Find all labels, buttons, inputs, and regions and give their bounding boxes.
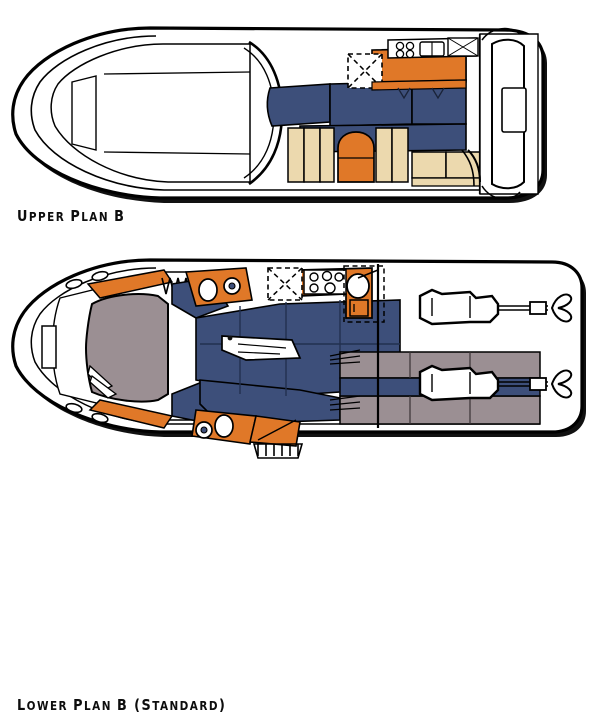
upper-caption-part-3: LAN — [81, 209, 115, 224]
port-propeller — [550, 293, 573, 323]
upper-sheer-line — [30, 35, 500, 191]
lower-dashed-x1 — [267, 267, 303, 301]
dinette-seat-5 — [391, 127, 409, 183]
settee-notch-2 — [431, 87, 445, 100]
lower-burner-2 — [321, 270, 333, 282]
lower-caption-part-3: LAN — [84, 698, 117, 713]
lower-burner-1 — [309, 272, 319, 282]
portlight-port-2 — [91, 270, 109, 282]
swim-platform-rail-2 — [461, 149, 475, 187]
galley-dashed-surround — [343, 265, 385, 323]
cabin-fan-hatch-1 — [329, 349, 361, 365]
lower-galley-sink — [346, 273, 370, 299]
lower-caption-part-5: ( — [134, 696, 142, 714]
salon-cream-bench-3 — [411, 177, 481, 187]
mid-berth-knob — [227, 335, 233, 341]
forward-cabinet-port — [86, 269, 174, 299]
mid-berth-white — [221, 335, 302, 361]
lower-burner-5 — [324, 282, 336, 294]
shower-diag — [257, 419, 297, 441]
berth-pillow-2 — [89, 374, 118, 399]
lower-plan-drawing — [11, 258, 586, 459]
stove-burner-4 — [405, 49, 415, 59]
anchor-locker-hatch — [71, 75, 97, 151]
starboard-engine — [418, 364, 500, 402]
upper-plan-block: UPPER PLAN B — [0, 0, 600, 248]
port-shaft-strut — [529, 301, 547, 315]
cockpit-curve-bottom — [481, 185, 521, 200]
cabin-fan-hatch-2 — [329, 395, 361, 411]
head-toilet-fwd — [198, 278, 218, 302]
lower-caption-part-6: S — [141, 696, 153, 714]
foredeck-centerline-bottom — [103, 151, 251, 155]
upper-plan-caption: UPPER PLAN B — [17, 207, 125, 225]
foredeck-centerline-top — [103, 71, 251, 75]
lower-caption-part-1: OWER — [26, 698, 74, 713]
upper-caption-part-0: U — [17, 207, 29, 225]
lower-caption-part-8: ) — [218, 696, 227, 714]
starboard-propeller — [550, 369, 573, 399]
lower-burner-4 — [309, 283, 319, 293]
cockpit-curve-top — [481, 27, 521, 41]
lower-dashed-locker — [267, 267, 303, 301]
portlight-port-1 — [65, 278, 83, 290]
stove-burner-1 — [395, 41, 405, 51]
lower-plan-block: LOWER PLAN B (STANDARD) — [0, 248, 600, 714]
forward-cabinet-stbd — [88, 399, 174, 429]
stbd-shaft-strut — [529, 377, 547, 391]
lower-caption-part-2: P — [73, 696, 85, 714]
settee-notch-1 — [397, 87, 411, 100]
salon-settee-port — [266, 83, 331, 127]
dinette-seat-1 — [287, 127, 305, 183]
shower-grate-frame — [252, 443, 304, 459]
port-engine — [418, 288, 500, 326]
dinette-seat-2 — [303, 127, 321, 183]
foredeck-panel — [50, 43, 251, 183]
shower-grate — [257, 444, 299, 456]
salon-cream-bench-2 — [445, 151, 481, 179]
dinette-seat-3 — [319, 127, 335, 183]
forward-hatch — [41, 325, 57, 369]
lower-plan-caption: LOWER PLAN B (STANDARD) — [17, 696, 226, 714]
lower-caption-part-7: TANDARD — [152, 698, 219, 713]
salon-cream-bench-1 — [411, 151, 447, 179]
lower-caption-part-4: B — [116, 696, 135, 714]
upper-caption-part-2: P — [70, 207, 82, 225]
upper-caption-part-4: B — [114, 207, 126, 225]
lower-caption-part-0: L — [17, 696, 27, 714]
cabinet-hatch-b — [447, 37, 479, 57]
stove-burner-2 — [405, 41, 415, 51]
head-toilet-aft — [214, 414, 234, 438]
mid-berth-line-2 — [237, 351, 281, 355]
upper-plan-drawing — [11, 26, 547, 203]
forward-head-counter — [184, 267, 253, 307]
galley-orange-strip — [371, 79, 467, 91]
stove-burner-3 — [395, 49, 405, 59]
lower-galley-faucet — [357, 269, 379, 279]
swim-platform-rail — [467, 149, 481, 183]
head-sink-fwd-drain — [228, 282, 236, 290]
refrigerator — [349, 299, 369, 317]
companionway-stairs — [337, 131, 375, 183]
transom-door — [501, 87, 527, 133]
lower-dashed-x2 — [267, 267, 303, 301]
dinette-seat-4 — [375, 127, 393, 183]
lower-burner-3 — [334, 272, 344, 282]
upper-caption-part-1: PPER — [28, 209, 71, 224]
island-berth — [84, 293, 169, 403]
portlight-stbd-2 — [91, 412, 109, 424]
portlight-stbd-1 — [65, 402, 83, 414]
mid-berth-line-1 — [237, 343, 287, 349]
head-sink-aft-drain — [200, 426, 208, 434]
